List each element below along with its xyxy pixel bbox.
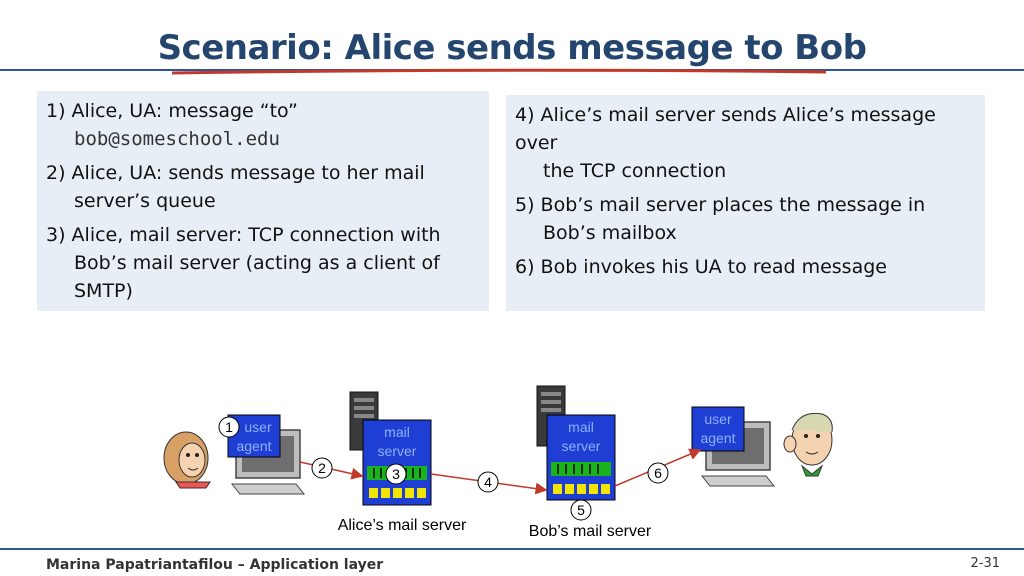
alice-ua-label-1: user xyxy=(244,419,272,435)
step-2-text-cont: server’s queue xyxy=(74,190,216,212)
svg-text:6: 6 xyxy=(654,465,662,481)
slide-title: Scenario: Alice sends message to Bob xyxy=(157,28,867,68)
alice-ua-label-2: agent xyxy=(236,438,271,454)
bob-ua-label-1: user xyxy=(704,411,732,427)
page-number: 2-31 xyxy=(970,556,1000,571)
steps-box-left: 1) Alice, UA: message “to” bob@someschoo… xyxy=(37,91,489,311)
step-4-text-cont: the TCP connection xyxy=(543,160,727,182)
footer-author: Marina Papatriantafilou – Application la… xyxy=(46,557,384,573)
alice-server-caption: Alice’s mail server xyxy=(338,517,467,534)
step-4-text: 4) Alice’s mail server sends Alice’s mes… xyxy=(515,104,936,154)
step-2-text: 2) Alice, UA: sends message to her mail xyxy=(46,162,425,184)
title-underline-swoosh xyxy=(171,68,827,75)
bob-server-label-2: server xyxy=(562,438,601,454)
step-6-marker: 6 xyxy=(647,462,669,484)
step-1-address: bob@someschool.edu xyxy=(74,128,280,150)
svg-text:3: 3 xyxy=(392,466,400,482)
bob-server-mailboxes xyxy=(553,484,610,494)
alice-server-mailboxes xyxy=(369,488,426,498)
alice-server-label-2: server xyxy=(378,443,417,459)
step-5-marker: 5 xyxy=(570,499,592,521)
svg-text:2: 2 xyxy=(318,460,326,476)
step-2-marker: 2 xyxy=(311,457,333,479)
bob-user-agent-box xyxy=(691,406,745,452)
step-3-text-cont: Bob’s mail server (acting as a client of xyxy=(74,252,440,274)
step-5-text: 5) Bob’s mail server places the message … xyxy=(515,194,926,216)
bob-server-label-1: mail xyxy=(568,419,594,435)
bob-ua-label-2: agent xyxy=(700,430,735,446)
svg-text:1: 1 xyxy=(225,419,233,435)
step-1-marker: 1 xyxy=(218,416,240,438)
footer-rule xyxy=(0,548,1024,550)
step-6-text: 6) Bob invokes his UA to read message xyxy=(515,256,887,278)
alice-person-icon xyxy=(163,431,211,489)
svg-text:5: 5 xyxy=(577,502,585,518)
step-4-marker: 4 xyxy=(477,471,499,493)
svg-text:4: 4 xyxy=(484,474,492,490)
alice-server-label-1: mail xyxy=(384,424,410,440)
step-5-text-cont: Bob’s mailbox xyxy=(543,222,677,244)
bob-server-queue xyxy=(551,462,611,476)
step-3-marker: 3 xyxy=(385,463,407,485)
bob-server-caption: Bob’s mail server xyxy=(529,523,652,540)
step-3-text: 3) Alice, mail server: TCP connection wi… xyxy=(46,224,441,246)
steps-box-right: 4) Alice’s mail server sends Alice’s mes… xyxy=(506,95,985,311)
step-3-text-cont2: SMTP) xyxy=(74,280,133,302)
step-1-text: 1) Alice, UA: message “to” xyxy=(46,100,298,122)
bob-person-icon xyxy=(783,412,833,477)
